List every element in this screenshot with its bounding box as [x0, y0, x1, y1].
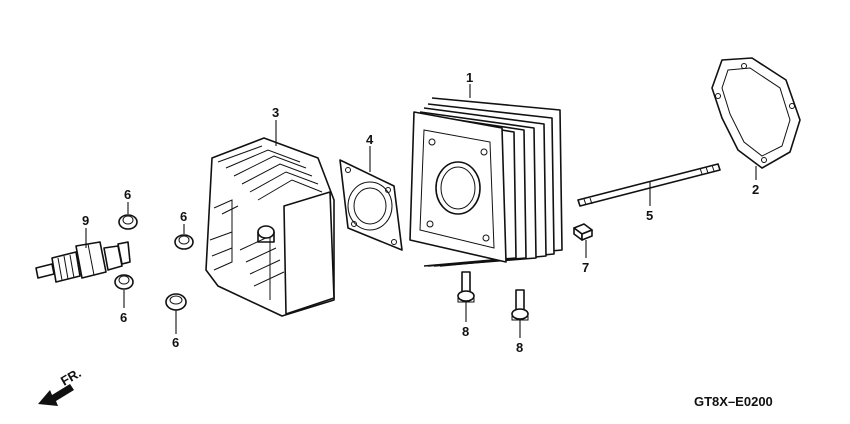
diagram-code: GT8X–E0200 [694, 394, 773, 409]
front-direction-indicator: FR. [38, 365, 84, 406]
stud-bolt-drawing[interactable] [577, 163, 721, 207]
cylinder-head-drawing[interactable] [205, 137, 335, 317]
nut-d-drawing[interactable] [165, 293, 187, 311]
callout-gasket-base: 2 [752, 182, 759, 197]
front-label: FR. [58, 365, 84, 388]
nut-b-drawing[interactable] [174, 234, 194, 250]
front-arrow-icon [38, 384, 74, 406]
gasket-base-drawing[interactable] [711, 57, 801, 169]
callout-nut-b: 6 [180, 209, 187, 224]
callout-nut-d: 6 [172, 335, 179, 350]
bolt-a-drawing[interactable] [457, 271, 475, 303]
callout-cylinder: 1 [466, 70, 473, 85]
callout-spark-plug: 9 [82, 213, 89, 228]
callout-cylinder-head: 3 [272, 105, 279, 120]
spark-plug-drawing[interactable] [35, 241, 131, 283]
callout-gasket-head: 4 [366, 132, 374, 147]
callout-nut-a: 6 [124, 187, 131, 202]
cylinder-drawing[interactable] [409, 97, 563, 267]
square-nut-drawing[interactable] [573, 223, 593, 241]
callout-square-nut: 7 [582, 260, 589, 275]
gasket-head-drawing[interactable] [339, 159, 403, 251]
bolt-b-drawing[interactable] [511, 289, 529, 321]
callout-stud-bolt: 5 [646, 208, 653, 223]
callout-bolt-b: 8 [516, 340, 523, 355]
nut-a-drawing[interactable] [118, 214, 138, 230]
nut-c-drawing[interactable] [114, 274, 134, 290]
callout-nut-c: 6 [120, 310, 127, 325]
callout-bolt-a: 8 [462, 324, 469, 339]
